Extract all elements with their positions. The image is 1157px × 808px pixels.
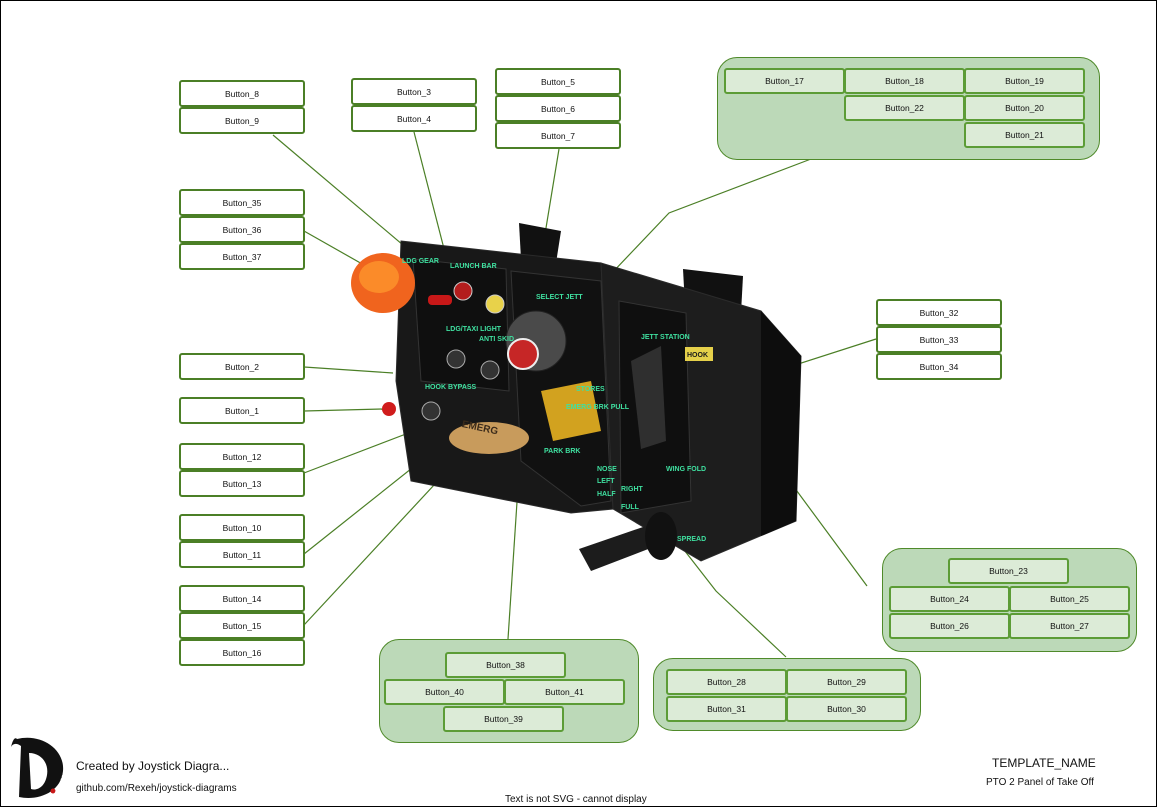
button-24-label: Button_24 bbox=[889, 586, 1010, 612]
label-wing-fold: WING FOLD bbox=[666, 466, 706, 473]
button-30-label: Button_30 bbox=[786, 696, 907, 722]
button-18-label: Button_18 bbox=[844, 68, 965, 94]
button-2-label: Button_2 bbox=[179, 353, 305, 380]
button-7-label: Button_7 bbox=[495, 122, 621, 149]
button-1-label: Button_1 bbox=[179, 397, 305, 424]
button-34-label: Button_34 bbox=[876, 353, 1002, 380]
label-ldg-gear: LDG GEAR bbox=[402, 258, 439, 265]
button-14-label: Button_14 bbox=[179, 585, 305, 612]
button-15-label: Button_15 bbox=[179, 612, 305, 639]
button-32-label: Button_32 bbox=[876, 299, 1002, 326]
button-4-label: Button_4 bbox=[351, 105, 477, 132]
button-35-label: Button_35 bbox=[179, 189, 305, 216]
button-31-label: Button_31 bbox=[666, 696, 787, 722]
button-23-label: Button_23 bbox=[948, 558, 1069, 584]
button-16-label: Button_16 bbox=[179, 639, 305, 666]
button-28-label: Button_28 bbox=[666, 669, 787, 695]
button-37-label: Button_37 bbox=[179, 243, 305, 270]
button-22-label: Button_22 bbox=[844, 95, 965, 121]
button-29-label: Button_29 bbox=[786, 669, 907, 695]
label-half: HALF bbox=[597, 491, 616, 498]
label-select-jett: SELECT JETT bbox=[536, 294, 583, 301]
button-11-label: Button_11 bbox=[179, 541, 305, 568]
button-6-label: Button_6 bbox=[495, 95, 621, 122]
button-36-label: Button_36 bbox=[179, 216, 305, 243]
button-38-label: Button_38 bbox=[445, 652, 566, 678]
template-subtitle: PTO 2 Panel of Take Off bbox=[986, 777, 1094, 788]
button-40-label: Button_40 bbox=[384, 679, 505, 705]
button-9-label: Button_9 bbox=[179, 107, 305, 134]
button-12-label: Button_12 bbox=[179, 443, 305, 470]
label-nose: NOSE bbox=[597, 466, 617, 473]
button-10-label: Button_10 bbox=[179, 514, 305, 541]
label-anti-skid: ANTI SKID bbox=[479, 336, 514, 343]
button-21-label: Button_21 bbox=[964, 122, 1085, 148]
button-41-label: Button_41 bbox=[504, 679, 625, 705]
label-full: FULL bbox=[621, 504, 640, 511]
label-launch-bar: LAUNCH BAR bbox=[450, 263, 497, 270]
button-8-label: Button_8 bbox=[179, 80, 305, 107]
label-ldg-taxi: LDG/TAXI LIGHT bbox=[446, 326, 502, 333]
label-spread: SPREAD bbox=[677, 536, 706, 543]
button-33-label: Button_33 bbox=[876, 326, 1002, 353]
label-park-brk: PARK BRK bbox=[544, 448, 580, 455]
button-17-label: Button_17 bbox=[724, 68, 845, 94]
label-hook-bypass: HOOK BYPASS bbox=[425, 384, 477, 391]
button-13-label: Button_13 bbox=[179, 470, 305, 497]
label-jett-station: JETT STATION bbox=[641, 334, 690, 341]
repo-url-link[interactable]: github.com/Rexeh/joystick-diagrams bbox=[76, 783, 237, 794]
button-3-label: Button_3 bbox=[351, 78, 477, 105]
label-left: LEFT bbox=[597, 478, 615, 485]
template-name: TEMPLATE_NAME bbox=[992, 756, 1096, 770]
label-right: RIGHT bbox=[621, 486, 644, 493]
label-emerg-brk: EMERG BRK PULL bbox=[566, 404, 630, 411]
button-5-label: Button_5 bbox=[495, 68, 621, 95]
button-27-label: Button_27 bbox=[1009, 613, 1130, 639]
created-by-text: Created by Joystick Diagra... bbox=[76, 759, 230, 773]
button-20-label: Button_20 bbox=[964, 95, 1085, 121]
button-19-label: Button_19 bbox=[964, 68, 1085, 94]
button-39-label: Button_39 bbox=[443, 706, 564, 732]
button-25-label: Button_25 bbox=[1009, 586, 1130, 612]
button-26-label: Button_26 bbox=[889, 613, 1010, 639]
label-hook: HOOK bbox=[687, 352, 708, 359]
svg-notice: Text is not SVG - cannot display bbox=[505, 794, 647, 805]
label-stores: STORES bbox=[576, 386, 605, 393]
